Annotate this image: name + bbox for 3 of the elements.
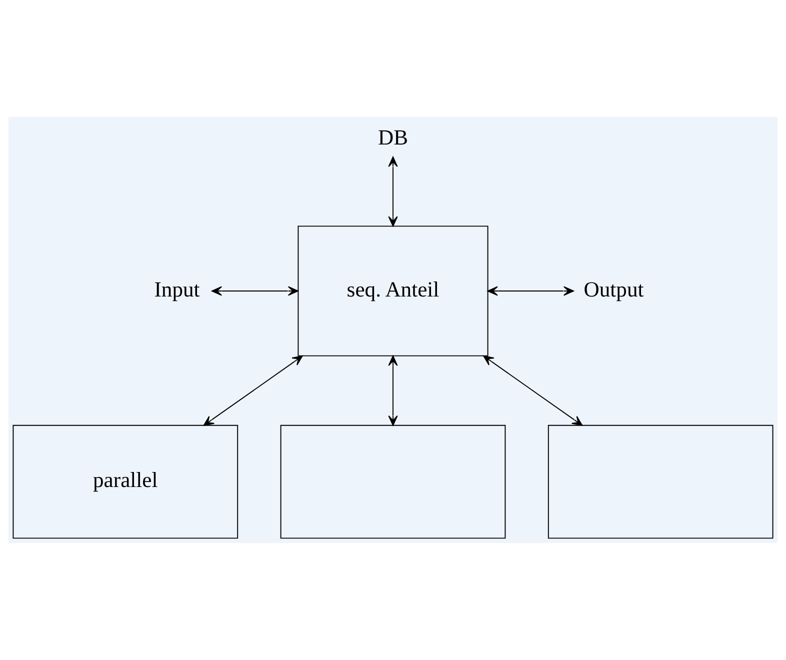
node-text: Input [154, 277, 200, 302]
node-text: Output [584, 277, 644, 302]
node-text: DB [378, 125, 408, 150]
